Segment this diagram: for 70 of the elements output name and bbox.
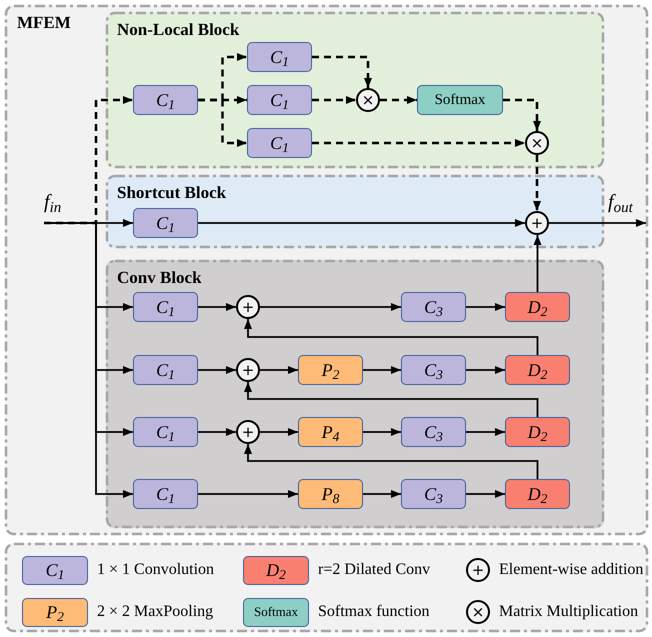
block-title: Conv Block <box>117 269 202 286</box>
arrow <box>312 139 525 147</box>
arrow <box>260 303 401 311</box>
layer-box: C$_{1}$ <box>133 208 198 238</box>
arrow <box>466 366 505 374</box>
arrow <box>363 490 401 498</box>
layer-box: C$_{1}$ <box>247 85 312 115</box>
layer-box: D$_{2}$ <box>505 479 570 509</box>
layer-box: C$_{1}$ <box>133 85 198 115</box>
arrow <box>312 96 356 104</box>
arrow <box>363 366 401 374</box>
layer-box: P$_{4}$ <box>298 417 363 447</box>
arrow <box>44 96 133 224</box>
arrow <box>312 56 372 88</box>
softmax-box: Softmax <box>417 85 503 115</box>
arrow <box>466 428 505 436</box>
layer-box: C$_{3}$ <box>401 417 466 447</box>
layer-box: C$_{1}$ <box>133 355 198 385</box>
arrow <box>244 382 538 417</box>
block-panel <box>106 175 604 248</box>
arrow <box>466 303 505 311</box>
layer-box: D$_{2}$ <box>505 355 570 385</box>
arrow <box>198 219 525 227</box>
arrow <box>244 444 538 479</box>
layer-box: C$_{1}$ <box>133 292 198 322</box>
legend-text: Softmax function <box>318 602 430 622</box>
module-panel <box>5 5 648 535</box>
layer-box: P$_{8}$ <box>298 479 363 509</box>
arrow <box>363 428 401 436</box>
layer-box: C$_{1}$ <box>133 479 198 509</box>
legend-swatch: P$_{2}$ <box>22 598 88 626</box>
layer-box: C$_{3}$ <box>401 355 466 385</box>
legend-text: Matrix Multiplication <box>499 602 638 622</box>
arrow <box>549 219 646 227</box>
arrow <box>534 235 542 292</box>
arrow <box>198 428 236 436</box>
layer-box: C$_{3}$ <box>401 479 466 509</box>
arrow <box>44 222 133 498</box>
arrow <box>260 366 298 374</box>
arrow <box>533 155 541 211</box>
layer-box: C$_{1}$ <box>247 42 312 72</box>
block-title: Shortcut Block <box>117 184 226 201</box>
arrow <box>198 98 247 147</box>
block-panel <box>106 12 604 168</box>
legend-text: r=2 Dilated Conv <box>318 560 430 580</box>
legend-text: 2 × 2 MaxPooling <box>97 602 214 622</box>
arrow <box>198 366 236 374</box>
legend-swatch: D$_{2}$ <box>243 556 309 584</box>
arrow <box>198 490 298 498</box>
arrow <box>466 490 505 498</box>
arrow <box>198 303 236 311</box>
legend-text: Element-wise addition <box>499 560 644 580</box>
layer-box: D$_{2}$ <box>505 417 570 447</box>
module-title: MFEM <box>17 14 71 31</box>
arrow <box>503 98 541 131</box>
legend-text: 1 × 1 Convolution <box>97 560 214 580</box>
arrow <box>380 96 417 104</box>
arrow <box>244 319 538 355</box>
block-panel <box>106 260 604 528</box>
arrow <box>260 428 298 436</box>
layer-box: D$_{2}$ <box>505 292 570 322</box>
legend-swatch: Softmax <box>243 598 309 626</box>
layer-box: P$_{2}$ <box>298 355 363 385</box>
output-label: f$_{out}$ <box>608 192 633 212</box>
block-title: Non-Local Block <box>117 21 240 38</box>
layer-box: C$_{1}$ <box>247 128 312 158</box>
legend-swatch: C$_{1}$ <box>22 556 88 584</box>
layer-box: C$_{1}$ <box>133 417 198 447</box>
input-label: f$_{in}$ <box>44 192 62 212</box>
layer-box: C$_{3}$ <box>401 292 466 322</box>
